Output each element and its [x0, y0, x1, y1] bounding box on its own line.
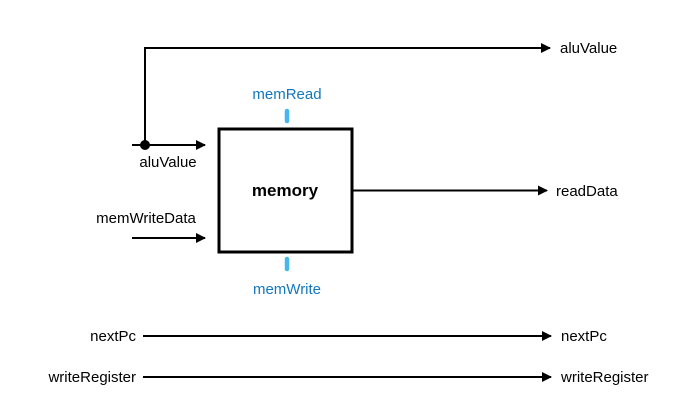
alu-value-output-label: aluValue — [560, 40, 617, 57]
memory-block-label: memory — [252, 181, 319, 200]
mem-write-label: memWrite — [253, 281, 321, 298]
write-register-output-label: writeRegister — [560, 369, 649, 386]
wire-junction-dot — [140, 140, 150, 150]
alu-value-wire-group — [132, 43, 551, 150]
next-pc-output-label: nextPc — [561, 328, 607, 345]
memory-block — [217, 127, 354, 254]
write-register-input-label: writeRegister — [47, 369, 136, 386]
alu-value-input-label: aluValue — [139, 154, 196, 171]
alu-value-branch-arrow — [144, 43, 551, 145]
mem-write-data-label: memWriteData — [96, 210, 196, 227]
mem-read-label: memRead — [252, 86, 321, 103]
next-pc-input-label: nextPc — [90, 328, 136, 345]
read-data-label: readData — [556, 183, 618, 200]
